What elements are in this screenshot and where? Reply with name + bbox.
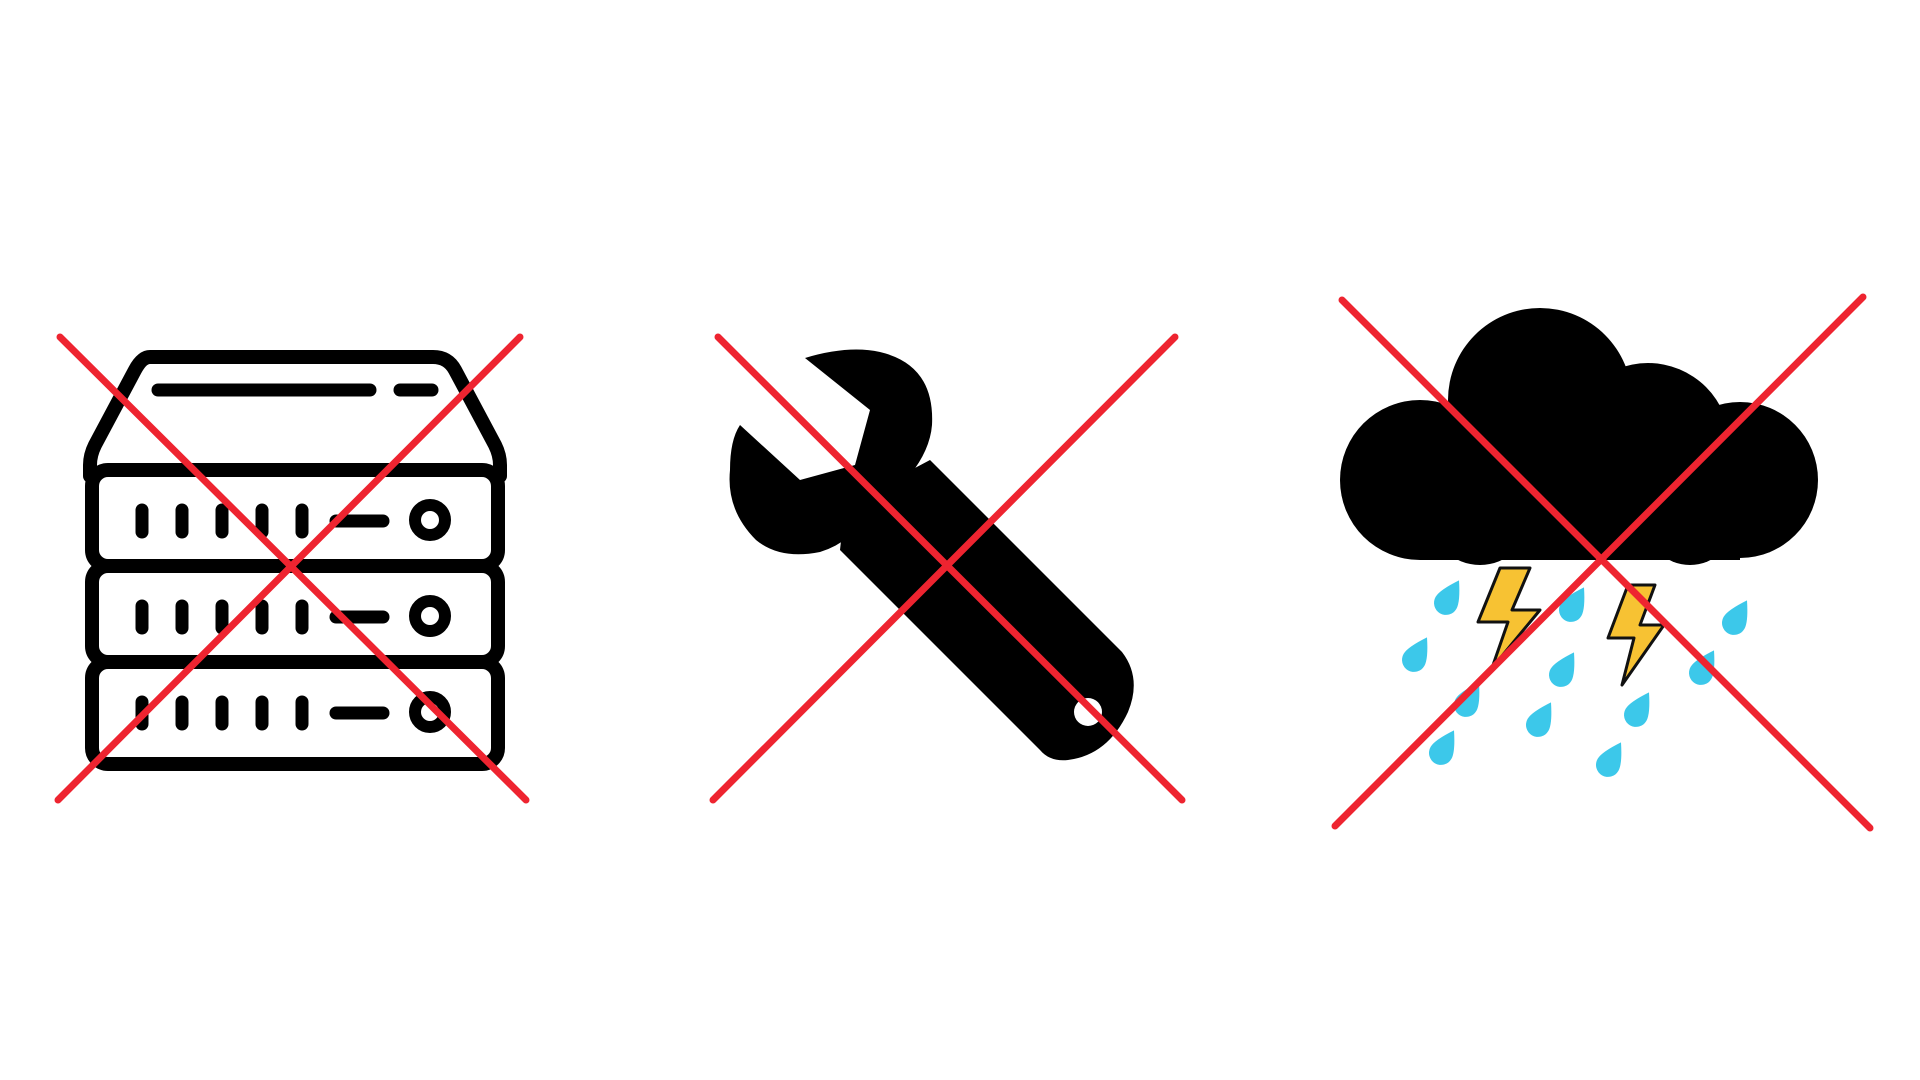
- cross-mark-server: [54, 333, 530, 804]
- storm-cloud-icon: [1340, 308, 1818, 777]
- cross-mark-wrench: [709, 333, 1186, 804]
- cloud-shape: [1340, 308, 1818, 565]
- cross-mark-cloud: [1331, 293, 1874, 832]
- rain-drops: [1402, 580, 1748, 777]
